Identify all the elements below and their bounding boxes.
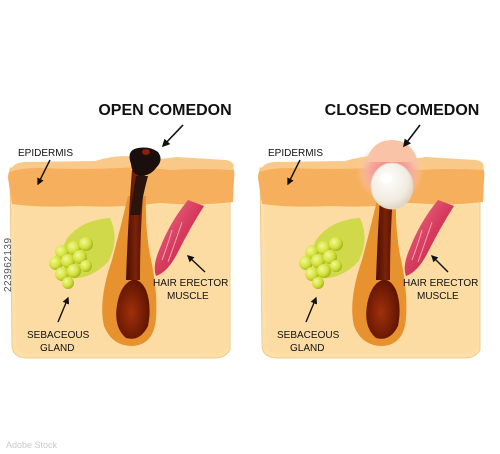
closed-gland-arrow xyxy=(305,296,318,323)
open-comedon-black-plug xyxy=(129,147,161,176)
closed-hair-erector-label-2: MUSCLE xyxy=(417,291,459,302)
stock-id-text: 223962139 xyxy=(3,237,14,292)
closed-title-arrow xyxy=(403,124,421,148)
open-hair-erector-label-1: HAIR ERECTOR xyxy=(153,278,228,289)
closed-epidermis-arrow xyxy=(287,159,301,186)
watermark-text: Adobe Stock xyxy=(6,440,58,450)
open-sebaceous-label-2: GLAND xyxy=(40,343,74,354)
open-epidermis-arrow xyxy=(37,159,51,186)
closed-sebaceous-label-1: SEBACEOUS xyxy=(277,330,340,341)
closed-epidermis-label: EPIDERMIS xyxy=(268,148,323,159)
closed-comedon-white-plug xyxy=(370,162,414,210)
open-epidermis-label: EPIDERMIS xyxy=(18,148,73,159)
open-comedon-panel: OPEN COMEDON EPIDERMIS HAIR ERECTOR MUSC… xyxy=(7,102,235,359)
closed-muscle-arrow xyxy=(431,255,449,273)
closed-comedon-panel: CLOSED COMEDON EPIDERMIS HAIR ERECTOR MU… xyxy=(257,102,485,359)
open-sebaceous-label-1: SEBACEOUS xyxy=(27,330,90,341)
open-hair-erector-label-2: MUSCLE xyxy=(167,291,209,302)
open-skin-cross-section xyxy=(7,155,235,359)
open-gland-arrow xyxy=(57,296,70,323)
closed-comedon-title: CLOSED COMEDON xyxy=(325,102,480,119)
open-comedon-title: OPEN COMEDON xyxy=(98,102,231,119)
open-title-arrow xyxy=(161,124,184,148)
closed-hair-erector-label-1: HAIR ERECTOR xyxy=(403,278,478,289)
open-muscle-arrow xyxy=(186,255,206,273)
closed-sebaceous-label-2: GLAND xyxy=(290,343,324,354)
